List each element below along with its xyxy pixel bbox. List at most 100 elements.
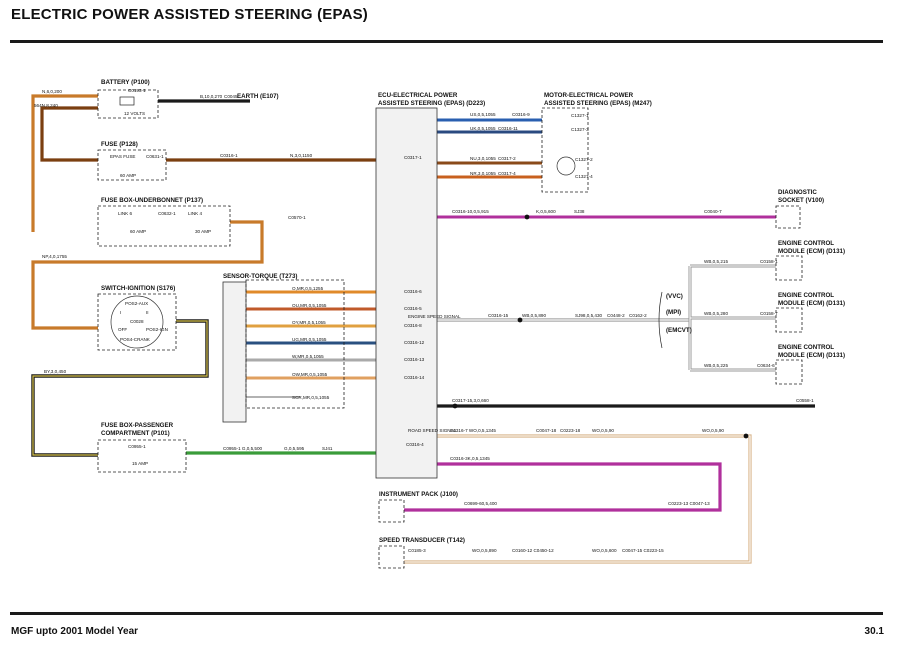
diag-label2: SOCKET (V100): [778, 197, 824, 204]
fusebox-p137-rating2: 30 AMP: [195, 229, 211, 234]
conn-c0316-1: C0316-1: [220, 153, 238, 158]
ecm-module-3: ENGINE CONTROL MODULE (ECM) (D131): [775, 344, 845, 385]
conn-c0317-2: C0317-2: [498, 156, 516, 161]
variant-emcvt: (EMCVT): [666, 327, 692, 334]
fuse-p128-label: FUSE (P128): [101, 141, 138, 148]
conn-c0316-5: C0316-5: [404, 306, 422, 311]
conn-c0316-15: C0316-15: [488, 313, 509, 318]
conn-c0047-18: C0047-18: [536, 428, 557, 433]
switch-c-i: I: [120, 310, 121, 315]
conn-c0316-4: C0316-4: [406, 442, 424, 447]
battery-label: BATTERY (P100): [101, 79, 150, 86]
wire-label-n-main: N,3,0,1150: [290, 153, 313, 158]
splice-sj38: SJ38: [574, 209, 585, 214]
variant-mpi: (MPI): [666, 309, 681, 316]
wire-label-road-w3: WO,0,5,90: [702, 428, 724, 433]
speed-label: SPEED TRANSDUCER (T142): [379, 537, 465, 544]
diag-socket: DIAGNOSTIC SOCKET (V100): [775, 189, 824, 229]
wire-ecm-branch-core: [689, 265, 776, 371]
ecm2-label1: ENGINE CONTROL: [778, 292, 834, 299]
wire-label-ts7: SCR,MR,0,5,1055: [292, 395, 330, 400]
wire-label-eng-w1: WB,0,5,890: [522, 313, 546, 318]
wire-label-ts5: W,MR,0,5,1055: [292, 354, 324, 359]
switch-label: SWITCH-IGNITION (S176): [101, 285, 175, 292]
wire-label-ts3: OY,MR,0,5,1055: [292, 320, 326, 325]
wire-n-left: [31, 94, 98, 232]
switch-pos-ign: POS2-IGN: [146, 327, 168, 332]
splice-dot-earth: [452, 403, 458, 409]
conn-c0162-2: C0162-2: [629, 313, 647, 318]
wire-label-spd-w2: WO,0,5,600: [592, 548, 617, 553]
sensor-torque: SENSOR-TORQUE (T273): [222, 273, 345, 423]
battery-rating: 12 VOLTS: [124, 111, 145, 116]
earth-label: EARTH (E107): [237, 93, 279, 100]
conn-c0223-13: C0223-13 C0047-13: [668, 501, 710, 506]
battery-connector: C0193-1: [128, 88, 146, 93]
conn-c0448-2: C0448-2: [607, 313, 625, 318]
header-rule: [10, 40, 883, 43]
fusebox-p101: FUSE BOX-PASSENGER COMPARTMENT (P101) C0…: [97, 422, 187, 473]
speed-transducer: SPEED TRANSDUCER (T142): [378, 537, 465, 569]
diag-label1: DIAGNOSTIC: [778, 189, 817, 196]
footer-rule: [10, 612, 883, 615]
footer-model: MGF upto 2001 Model Year: [11, 626, 139, 637]
conn-c0316-13: C0316-13: [404, 357, 425, 362]
variant-vvc: (VVC): [666, 293, 683, 300]
wire-label-inst-w2: C0699-60,5,400: [464, 501, 497, 506]
wire-label-by: BY,3,0,450: [44, 369, 67, 374]
wire-label-mot-uk: UK,0,5,1055: [470, 126, 496, 131]
conn-c0316-14: C0316-14: [404, 375, 425, 380]
conn-c0223-18: C0223-18: [560, 428, 581, 433]
wire-label-nk: 564N,8,240: [34, 103, 58, 108]
conn-c1327-2: C1327-2: [575, 157, 593, 162]
wire-label-ecm-w2: WB,0,5,280: [704, 311, 728, 316]
wire-label-n-top: N,6,0,200: [42, 89, 62, 94]
wire-label-ts2: OU,MR,0,5,1055: [292, 303, 327, 308]
wire-label-eng-w2: SJ98,0,5,430: [575, 313, 603, 318]
footer-page-number: 30.1: [864, 626, 884, 637]
conn-c0317-4: C0317-4: [498, 171, 516, 176]
conn-c0185-3: C0185-3: [408, 548, 426, 553]
fusebox-p101-connector: C0955-1: [128, 444, 146, 449]
conn-c0316-9: C0316-9: [512, 112, 530, 117]
fusebox-p137-label: FUSE BOX-UNDERBONNET (P137): [101, 197, 203, 204]
ecu-engine-speed: ENGINE SPEED SIGNAL: [408, 314, 461, 319]
fusebox-p101-label1: FUSE BOX-PASSENGER: [101, 422, 174, 429]
wire-label-ecm-w3: WB,0,5,225: [704, 363, 728, 368]
ecm1-label1: ENGINE CONTROL: [778, 240, 834, 247]
motor-epas: MOTOR-ELECTRICAL POWER ASSISTED STEERING…: [541, 92, 652, 193]
splice-dot-sj38: [524, 214, 530, 220]
switch-pos-crank: POS4-CRANK: [120, 337, 151, 342]
fusebox-p137: FUSE BOX-UNDERBONNET (P137) LINK 6 C0632…: [97, 197, 231, 247]
ecu-epas: ECU-ELECTRICAL POWER ASSISTED STEERING (…: [375, 92, 485, 479]
wire-road-speed-core: [404, 435, 751, 563]
earth-connector: C0045: [224, 94, 238, 99]
switch-ignition: SWITCH-IGNITION (S176) POS2-AUX I II C00…: [97, 285, 177, 351]
switch-connector: C0028: [130, 319, 144, 324]
wire-label-ts4: UG,MR,0,5,1055: [292, 337, 327, 342]
ecm3-label2: MODULE (ECM) (D131): [778, 352, 845, 359]
conn-c0634-6: C0634-6: [757, 363, 775, 368]
conn-c0570-1: C0570-1: [288, 215, 306, 220]
splice-sj41: SJ41: [322, 446, 333, 451]
switch-pos-aux: POS2-AUX: [125, 301, 148, 306]
fusebox-p137-link2: LINK 4: [188, 211, 202, 216]
conn-c0558-1: C0558-1: [796, 398, 814, 403]
wire-label-diag-k1: C0316-10,0,5,915: [452, 209, 489, 214]
fusebox-p137-link1: LINK 6: [118, 211, 132, 216]
instrument-pack: INSTRUMENT PACK (J100): [378, 491, 458, 523]
fuse-p128-connector: C0631-1: [146, 154, 164, 159]
fuse-p128-rating: 60 AMP: [120, 173, 136, 178]
conn-c0316-6: C0316-6: [404, 289, 422, 294]
switch-c-off: OFF: [118, 327, 127, 332]
wire-label-ts6: OW,MR,0,5,1055: [292, 372, 328, 377]
earth-wire-label: B,10,0,270: [200, 94, 223, 99]
ecu-road-speed: ROAD SPEED SIGNAL: [408, 428, 457, 433]
splice-dot-engine: [517, 317, 523, 323]
ecm2-label2: MODULE (ECM) (D131): [778, 300, 845, 307]
fusebox-p137-rating1: 60 AMP: [130, 229, 146, 234]
fusebox-p137-connector: C0632-1: [158, 211, 176, 216]
wire-label-ts1: O,MR,0,5,1255: [292, 286, 324, 291]
wire-label-spd-w1: WO,0,5,890: [472, 548, 497, 553]
splice-dot-road: [743, 433, 749, 439]
